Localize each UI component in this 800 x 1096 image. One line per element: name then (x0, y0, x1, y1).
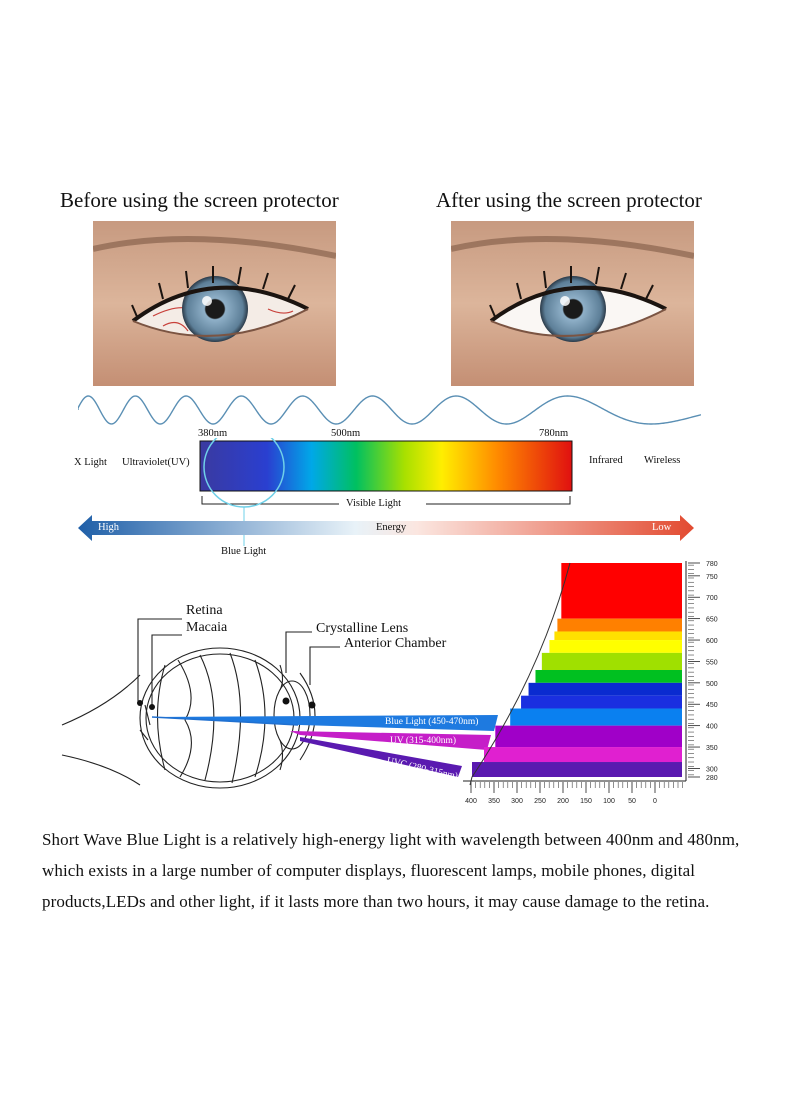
y-tick-label: 700 (706, 595, 718, 602)
x-tick-label: 150 (580, 798, 592, 805)
label-retina: Retina (186, 603, 223, 618)
x-tick-label: 400 (465, 798, 477, 805)
x-tick-label: 200 (557, 798, 569, 805)
wavelength-band-10 (484, 747, 682, 763)
y-tick-label: 500 (706, 681, 718, 688)
label-crystalline-lens: Crystalline Lens (316, 621, 409, 636)
x-tick-label: 50 (628, 798, 636, 805)
label-wireless: Wireless (644, 455, 681, 466)
x-tick-label: 0 (653, 798, 657, 805)
description-text: Short Wave Blue Light is a relatively hi… (42, 830, 740, 911)
visible-spectrum-bar (199, 438, 573, 546)
wavelength-band-8 (510, 708, 682, 726)
wavelength-band-11 (472, 762, 682, 777)
label-energy-low: Low (652, 522, 672, 533)
wavelength-band-6 (528, 682, 682, 696)
label-780nm: 780nm (539, 428, 569, 439)
label-energy-high: High (98, 522, 119, 533)
y-tick-label: 550 (706, 659, 718, 666)
wavelength-band-3 (549, 640, 682, 653)
wavelength-band-9 (495, 725, 682, 748)
y-tick-label: 650 (706, 617, 718, 624)
before-heading: Before using the screen protector (60, 188, 339, 212)
wavelength-wave (78, 395, 701, 425)
wavelength-band-7 (521, 695, 682, 709)
x-tick-label: 100 (603, 798, 615, 805)
before-eye-photo (93, 221, 336, 386)
y-tick-label: 750 (706, 574, 718, 581)
label-ultraviolet: Ultraviolet(UV) (122, 457, 190, 468)
label-infrared: Infrared (589, 455, 623, 466)
beam-label-blue-light: Blue Light (450-470nm) (385, 717, 479, 727)
x-tick-label: 250 (534, 798, 546, 805)
after-eye-photo (451, 221, 694, 386)
y-tick-label: 450 (706, 702, 718, 709)
label-blue-light: Blue Light (221, 546, 267, 557)
y-tick-label: 350 (706, 745, 718, 752)
y-tick-label: 300 (706, 766, 718, 773)
wavelength-band-5 (535, 670, 682, 683)
wavelength-band-4 (541, 652, 682, 670)
wavelength-band-1 (557, 618, 682, 632)
label-energy: Energy (376, 522, 407, 533)
y-tick-label: 780 (706, 561, 718, 568)
y-tick-label: 280 (706, 775, 718, 782)
wavelength-band-0 (561, 563, 682, 619)
label-500nm: 500nm (331, 428, 361, 439)
label-380nm: 380nm (198, 428, 228, 439)
beam-label-uv: UV (315-400nm) (390, 736, 457, 746)
x-tick-label: 350 (488, 798, 500, 805)
label-anterior-chamber: Anterior Chamber (344, 636, 447, 651)
label-macaia: Macaia (186, 620, 228, 635)
x-tick-label: 300 (511, 798, 523, 805)
label-x-light: X Light (74, 457, 107, 468)
label-visible-light: Visible Light (346, 498, 402, 509)
y-tick-label: 600 (706, 638, 718, 645)
y-tick-label: 400 (706, 724, 718, 731)
wavelength-band-2 (554, 631, 682, 641)
after-heading: After using the screen protector (436, 188, 702, 212)
energy-arrow (78, 515, 694, 541)
